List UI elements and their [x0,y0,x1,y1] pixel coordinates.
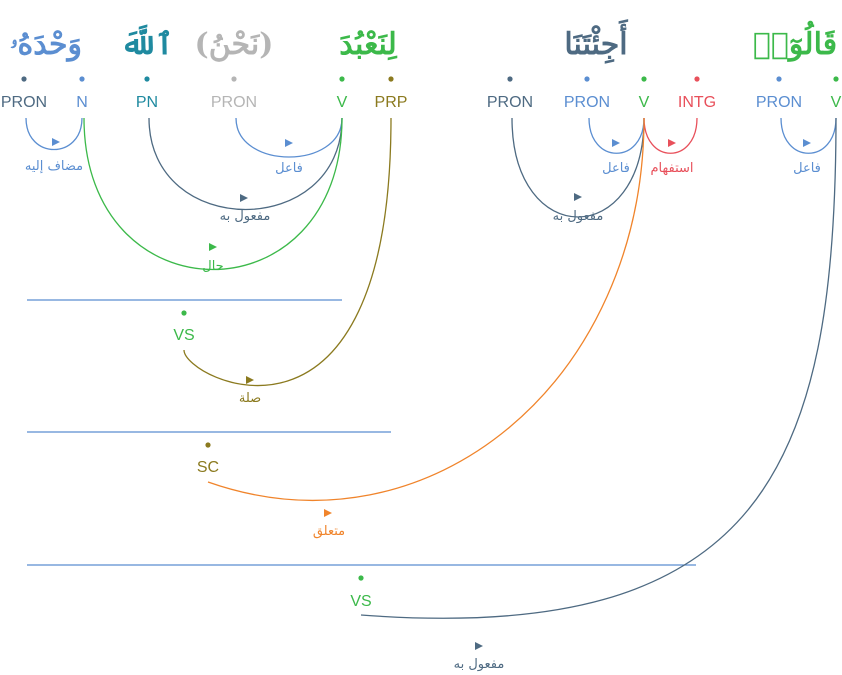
tag-v: V [337,94,348,111]
arrowhead [209,243,217,251]
node-sc: SC [197,459,219,476]
relation-label: فاعل [275,161,303,176]
tag-intg: INTG [678,94,716,111]
arrowhead [240,194,248,202]
tag-dot [584,76,590,82]
relation-label: فاعل [602,161,630,176]
pos-tags: PRON N PN PRON V PRP PRON PRON V INTG PR… [1,94,842,111]
tag-dot [694,76,700,82]
arc-mafool-bih [360,117,837,619]
arc-istifham [643,117,698,154]
tag-prp: PRP [375,94,408,111]
arrowhead [324,509,332,517]
arc-hal [83,117,343,271]
arrowheads [52,138,811,650]
node-vs: VS [173,327,194,344]
tag-dot [339,76,345,82]
tag-pron: PRON [1,94,47,111]
tag-dot [833,76,839,82]
arrowhead [285,139,293,147]
phrase-nodes: VS SC VS [173,310,372,610]
relation-label: متعلق [313,524,345,539]
word-ajitana: أَجِئْتَنَا [564,19,629,64]
arc-mudaf-ilayh [25,117,83,151]
word-row: وَحْدَهُۥ ٱللَّهَ (نَحْنُ) لِنَعْبُدَ أَ… [10,19,837,64]
tag-n: N [76,94,88,111]
relation-label: مضاف إليه [25,159,83,174]
tag-dot [507,76,513,82]
relation-label: مفعول به [454,657,505,672]
word-allah: ٱللَّهَ [121,25,174,62]
tag-pron: PRON [211,94,257,111]
arc-mutaalliq [207,117,645,501]
tag-dot [144,76,150,82]
relation-label: حال [202,259,223,274]
arc-fail [780,117,837,154]
arrowhead [803,139,811,147]
arrowhead [52,138,60,146]
arc-silah [183,117,392,387]
node-vs: VS [350,593,371,610]
arrowhead [574,193,582,201]
arc-fail [235,117,343,158]
arrowhead [246,376,254,384]
separators [27,299,696,566]
node-dot [181,310,187,316]
arc-mafool-bih [148,117,343,210]
arc-fail [588,117,645,154]
relation-label: فاعل [793,161,821,176]
tag-dot [776,76,782,82]
relation-label: مفعول به [220,209,271,224]
tag-dot [79,76,85,82]
relation-label: استفهام [650,161,693,176]
tag-v: V [831,94,842,111]
arrowhead [668,139,676,147]
arrowhead [475,642,483,650]
tag-dot [231,76,237,82]
word-qalu: قَالُوٓا۟ [753,20,837,62]
arcs [25,117,837,619]
arrowhead [612,139,620,147]
word-nahnu: (نَحْنُ) [195,27,274,62]
arc-mafool-bih [511,117,645,218]
relation-label: صلة [239,391,261,406]
node-dot [205,442,211,448]
relation-label: مفعول به [553,209,604,224]
tag-pron: PRON [487,94,533,111]
tag-pron: PRON [756,94,802,111]
relation-labels: مضاف إليه فاعل مفعول به حال صلة مفعول به… [25,159,821,672]
tag-pron: PRON [564,94,610,111]
tag-dot [388,76,394,82]
tag-pn: PN [136,94,158,111]
tag-dot [21,76,27,82]
node-dot [358,575,364,581]
word-wahdahu: وَحْدَهُۥ [10,27,82,62]
tag-v: V [639,94,650,111]
tag-dots [21,76,839,82]
word-linabuda: لِنَعْبُدَ [339,27,398,62]
tag-dot [641,76,647,82]
